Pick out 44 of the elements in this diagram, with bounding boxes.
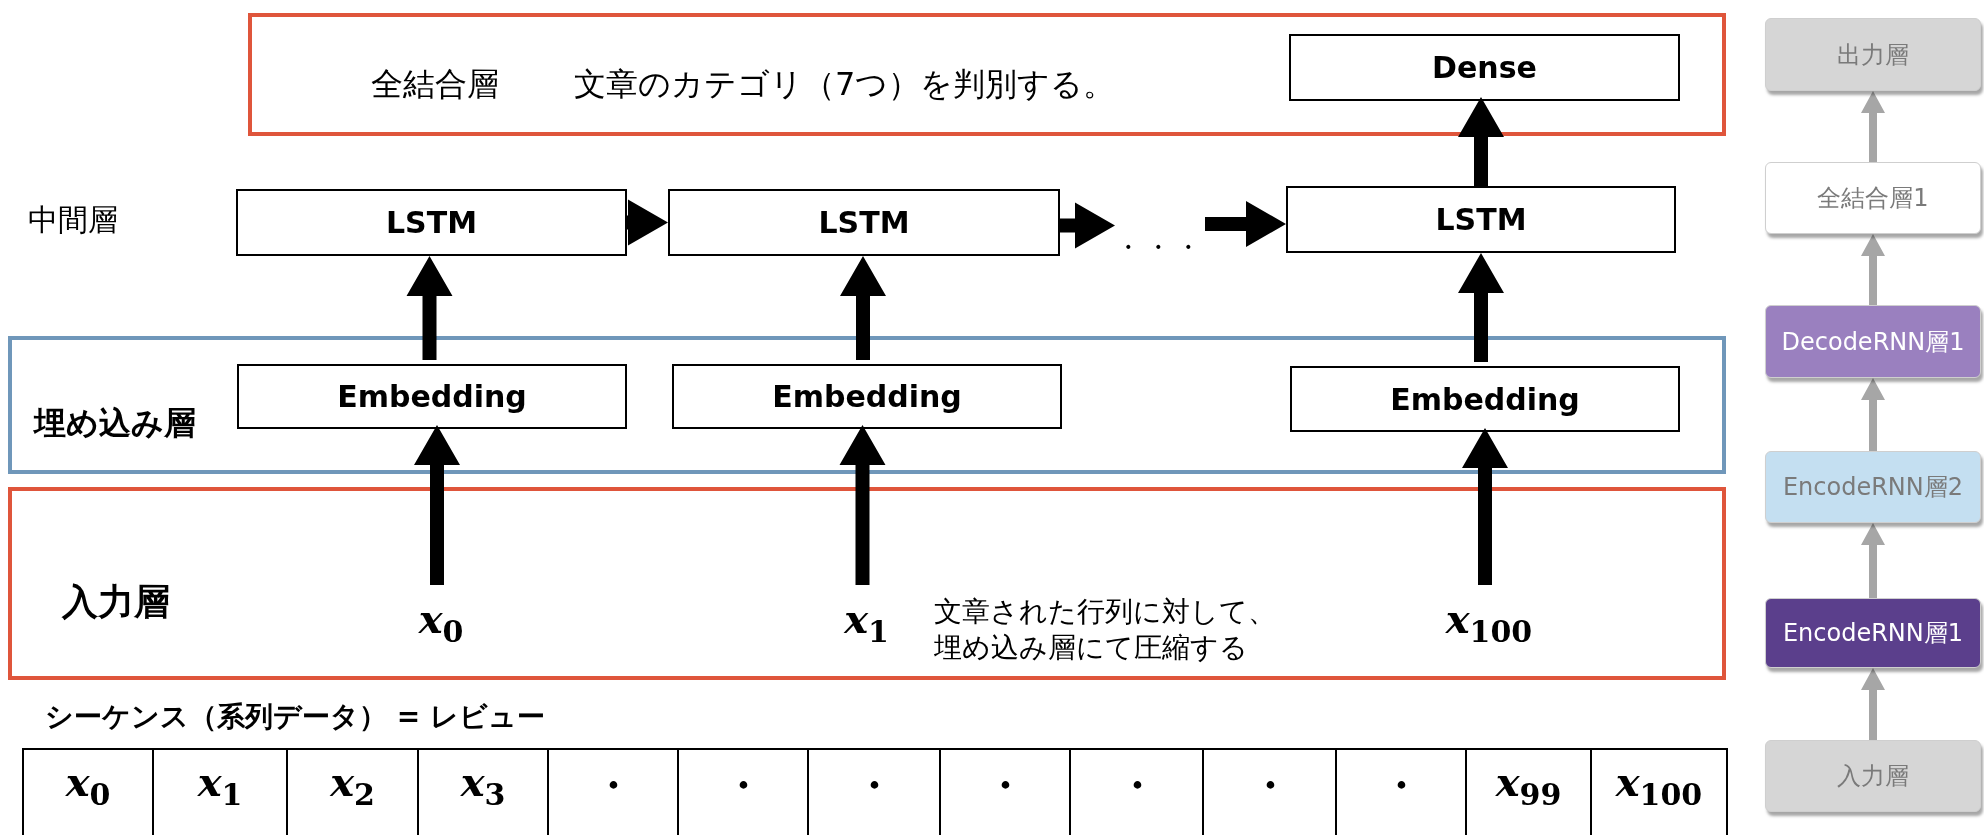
- layer-box: LSTM: [1286, 186, 1676, 253]
- layer-frame: [8, 487, 1726, 680]
- arrow: [1861, 668, 1885, 740]
- layer-label: 全結合層: [371, 64, 499, 105]
- table-cell: x$_{0}$: [22, 748, 154, 835]
- layer-frame: [248, 13, 1726, 136]
- arrow: [414, 425, 460, 585]
- layer-frame: [8, 336, 1726, 474]
- arrow: [1861, 234, 1885, 305]
- arrow: [627, 199, 668, 246]
- table-heading: シーケンス（系列データ） = レビュー: [45, 699, 545, 735]
- layer-box: LSTM: [668, 189, 1060, 256]
- layer-label: 入力層: [62, 580, 170, 624]
- layer-label: 中間層: [28, 201, 118, 239]
- layer-box: EncodeRNN層1: [1765, 598, 1981, 668]
- layer-box: 出力層: [1765, 18, 1981, 91]
- arrow: [840, 256, 886, 360]
- description-text: 文章された行列に対して、埋め込み層にて圧縮する: [934, 594, 1277, 667]
- layer-label: 埋め込み層: [34, 403, 196, 444]
- arrow: [1861, 91, 1885, 162]
- layer-box: EncodeRNN層2: [1765, 451, 1981, 523]
- layer-box: LSTM: [236, 189, 627, 256]
- input-symbol: x$_{0}$: [401, 589, 481, 654]
- arrow: [406, 256, 453, 360]
- layer-box: Embedding: [672, 364, 1062, 429]
- arrow: [839, 425, 886, 585]
- layer-box: Embedding: [1290, 366, 1680, 432]
- table-cell: x$_{100}$: [1590, 748, 1728, 835]
- arrow: [1462, 428, 1508, 585]
- layer-box: Dense: [1289, 34, 1680, 101]
- arrow: [1458, 97, 1504, 186]
- arrow: [1861, 523, 1885, 598]
- layer-box: 全結合層1: [1765, 162, 1981, 234]
- input-symbol: x$_{100}$: [1434, 589, 1544, 654]
- arrow: [1060, 202, 1115, 249]
- input-symbol: x$_{1}$: [824, 589, 909, 654]
- layer-box: 入力層: [1765, 740, 1981, 812]
- layer-box: Embedding: [237, 364, 627, 429]
- layer-box: DecodeRNN層1: [1765, 305, 1981, 378]
- description-text: 文章のカテゴリ（7つ）を判別する。: [574, 64, 1116, 105]
- arrow: [1458, 253, 1504, 362]
- arrow: [1205, 201, 1286, 247]
- ellipsis: ・・・: [1115, 195, 1205, 265]
- arrow: [1861, 378, 1885, 451]
